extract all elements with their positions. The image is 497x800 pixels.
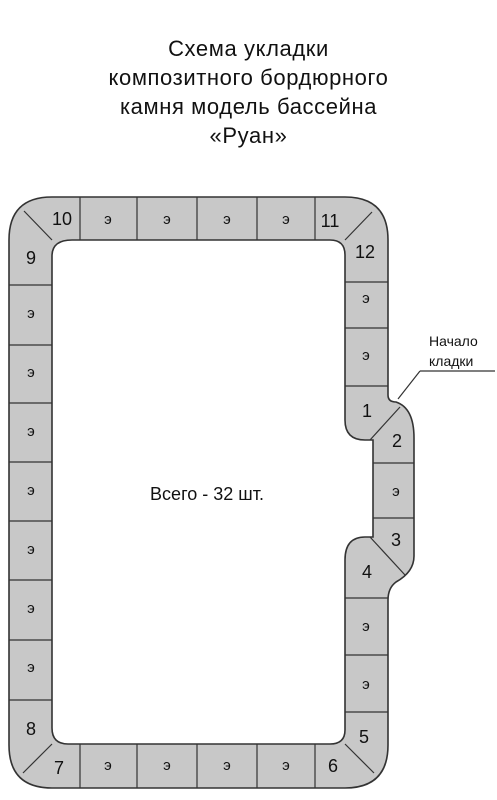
straight-stone-label: э: [362, 347, 370, 364]
title-line-2: композитного бордюрного: [108, 65, 389, 90]
title-line-4: «Руан»: [209, 123, 288, 148]
straight-stone-label: э: [282, 757, 290, 774]
stone-joints: [9, 197, 414, 788]
straight-stone-label: э: [27, 423, 35, 440]
stone-label-8: 8: [26, 719, 36, 739]
stone-label-12: 12: [355, 242, 375, 262]
straight-stone-label: э: [392, 483, 400, 500]
straight-stone-label: э: [362, 290, 370, 307]
stone-label-11: 11: [321, 211, 340, 231]
border-ring: [8, 196, 415, 789]
start-pointer-line: [397, 370, 421, 400]
straight-stone-label: э: [27, 364, 35, 381]
total-count-label: Всего - 32 шт.: [150, 484, 264, 504]
straight-stone-label: э: [163, 757, 171, 774]
stone-label-2: 2: [392, 431, 402, 451]
stone-label-1: 1: [362, 401, 372, 421]
straight-stone-label: э: [27, 600, 35, 617]
stone-label-4: 4: [362, 562, 372, 582]
straight-stone-label: э: [104, 211, 112, 228]
stone-label-9: 9: [26, 248, 36, 268]
straight-stone-label: э: [223, 211, 231, 228]
stone-label-3: 3: [391, 530, 401, 550]
diagram-title: Схема укладки композитного бордюрного ка…: [0, 34, 497, 150]
straight-stone-label: э: [104, 757, 112, 774]
straight-stone-label: э: [27, 305, 35, 322]
title-line-1: Схема укладки: [168, 36, 329, 61]
straight-stone-label: э: [362, 676, 370, 693]
straight-stone-label: э: [27, 659, 35, 676]
straight-stone-label: э: [282, 211, 290, 228]
stone-label-5: 5: [359, 727, 369, 747]
straight-stone-label: э: [362, 618, 370, 635]
stone-label-6: 6: [328, 756, 338, 776]
straight-stone-label: э: [223, 757, 231, 774]
straight-stone-label: э: [163, 211, 171, 228]
stone-label-7: 7: [54, 758, 64, 778]
straight-stone-label: э: [27, 482, 35, 499]
start-note-line-1: Начало: [429, 333, 478, 349]
straight-stone-label: э: [27, 541, 35, 558]
start-note-line-2: кладки: [429, 353, 473, 369]
stone-label-10: 10: [52, 209, 72, 229]
title-line-3: камня модель бассейна: [119, 94, 378, 119]
